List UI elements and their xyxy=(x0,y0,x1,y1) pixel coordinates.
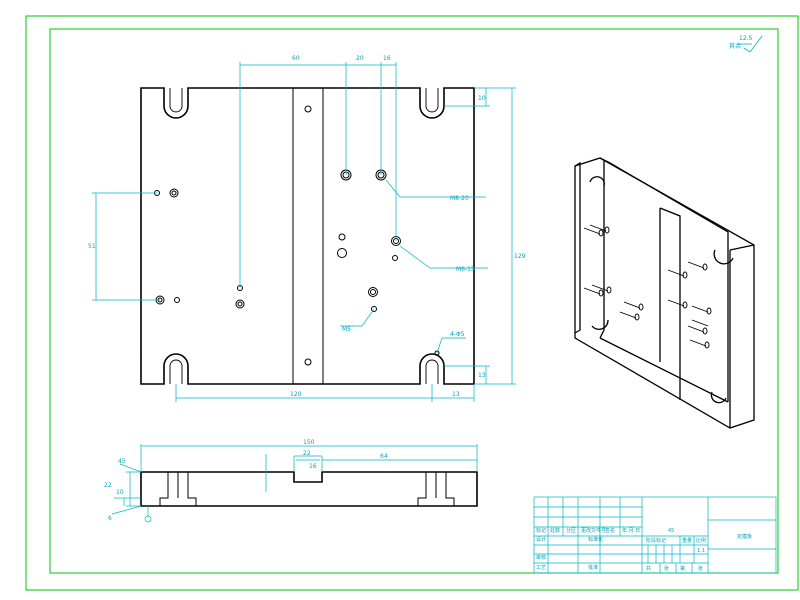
top-view-plate xyxy=(140,87,475,385)
dim-side-64: 64 xyxy=(380,453,388,460)
inner-frame xyxy=(49,28,779,574)
outer-border xyxy=(25,15,799,591)
dim-height-129: 129 xyxy=(514,253,526,260)
datum-symbol xyxy=(144,515,152,523)
tb-material: 45 xyxy=(668,528,674,534)
guide-channel xyxy=(292,88,324,384)
side-dimension-lines xyxy=(111,444,478,516)
dim-side-overall: 150 xyxy=(303,439,315,446)
tb-sheets-total: 共 xyxy=(646,565,651,572)
tb-ratio: 比例 xyxy=(696,537,706,544)
tb-design: 设计 xyxy=(536,536,546,543)
tb-zone: 分区 xyxy=(566,527,576,534)
dim-side-angle: 45 xyxy=(118,458,126,465)
dim-top-20: 20 xyxy=(356,55,364,62)
dim-left-51: 51 xyxy=(88,243,96,250)
tb-part-name: 定模板 xyxy=(737,533,752,540)
dim-right-13: 13 xyxy=(478,372,486,379)
top-dimension-lines xyxy=(92,62,516,402)
tb-sheets-no: 第 xyxy=(680,565,685,572)
side-view-holes xyxy=(159,472,455,506)
tb-weight: 重量 xyxy=(682,537,692,544)
side-view-plate xyxy=(140,471,478,507)
tb-review: 审核 xyxy=(536,554,546,561)
dim-bottom-right-13: 13 xyxy=(452,391,460,398)
dim-side-22: 22 xyxy=(303,450,311,457)
dim-top-16: 16 xyxy=(383,55,391,62)
tb-sign: 签名 xyxy=(605,527,615,534)
tb-sheets-unit1: 张 xyxy=(664,565,669,572)
surface-finish-note: 其余 xyxy=(729,42,741,50)
dim-top-60: 60 xyxy=(292,55,300,62)
isometric-pins xyxy=(583,224,712,349)
tb-standard: 标准化 xyxy=(588,536,603,543)
callout-phi5: 4-Φ5 xyxy=(450,331,465,338)
callout-m5: M5 xyxy=(342,326,351,333)
tb-approve: 批准 xyxy=(588,564,598,571)
dim-side-left-22: 22 xyxy=(104,482,112,489)
surface-finish-symbol xyxy=(738,35,763,53)
callout-m6: M6-15 xyxy=(456,266,475,273)
tb-count: 处数 xyxy=(550,527,560,534)
tb-scale: 1:1 xyxy=(697,548,705,554)
dim-bottom-120: 120 xyxy=(290,391,302,398)
tb-mark: 标记 xyxy=(536,527,546,534)
isometric-view xyxy=(574,157,755,429)
title-block-grid xyxy=(533,496,777,574)
dim-side-16: 16 xyxy=(309,463,317,470)
tb-sheets-unit2: 张 xyxy=(698,565,703,572)
tb-date: 年.月.日 xyxy=(622,527,640,534)
callout-m8: M8-20 xyxy=(450,195,469,202)
surface-finish-value: 12.5 xyxy=(739,35,753,42)
slot-inner-lines xyxy=(169,88,439,384)
dim-right-10: 10 xyxy=(478,95,486,102)
dim-side-left-6: 6 xyxy=(108,515,112,522)
tb-stage: 阶段标记 xyxy=(646,537,666,544)
dim-side-left-10: 10 xyxy=(116,489,124,496)
tb-process: 工艺 xyxy=(536,565,546,571)
tb-change: 更改文件号 xyxy=(581,527,606,534)
